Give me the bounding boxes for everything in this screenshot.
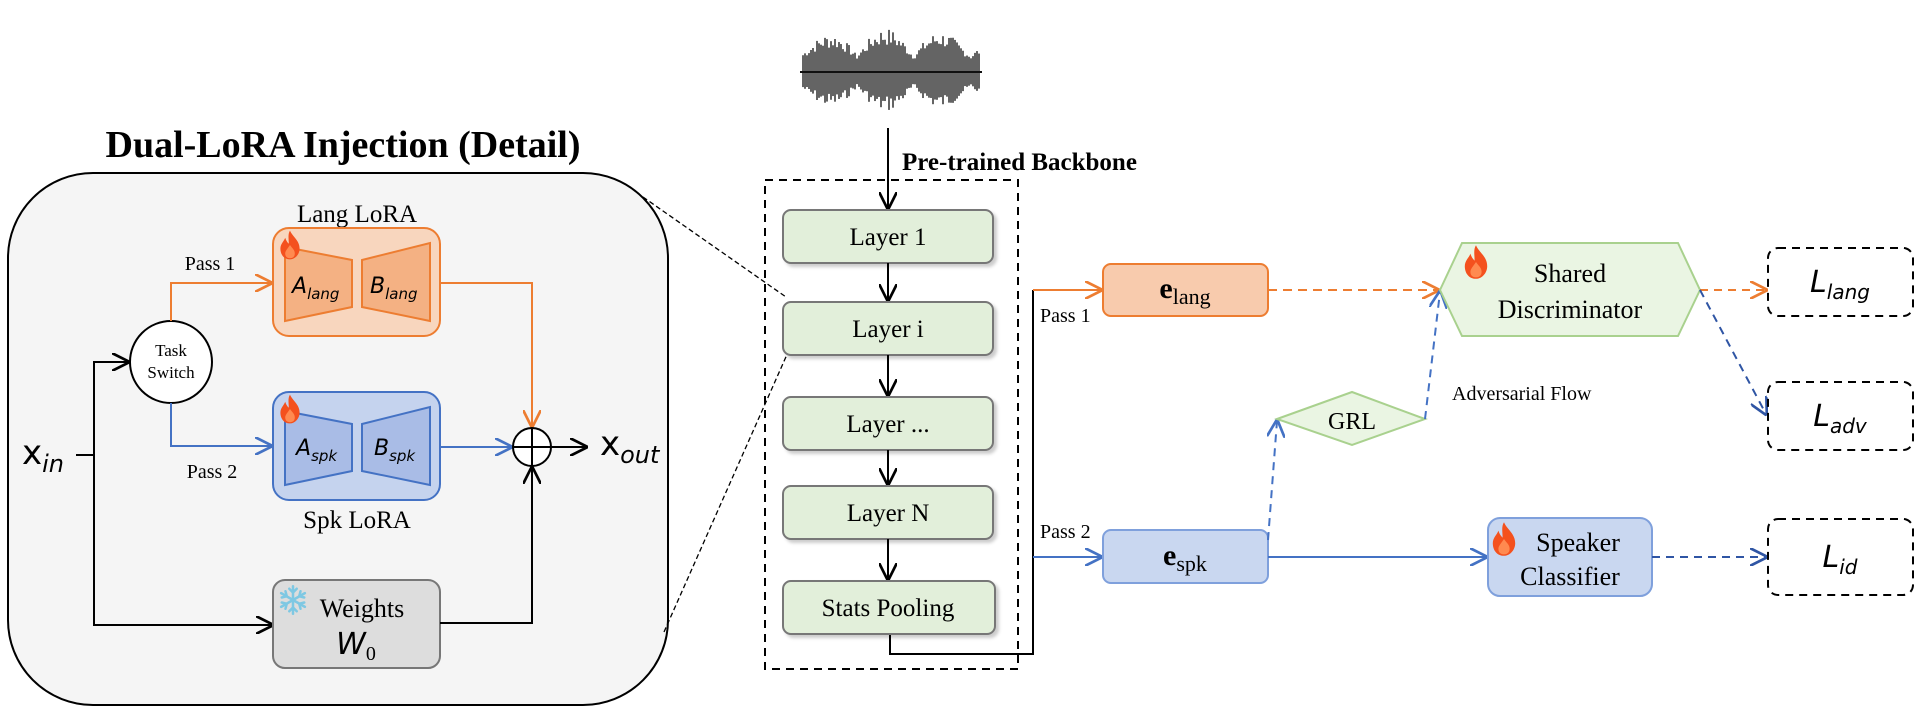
backbone-frame [764, 179, 1019, 670]
waveform-icon [800, 29, 982, 110]
pass2-path [170, 403, 271, 446]
lang-lora-b-label: Blang [370, 274, 417, 303]
loss-label: Lid [1823, 540, 1858, 579]
speaker-classifier-label-2: Classifier [1520, 562, 1620, 591]
task-switch-label-2: Switch [147, 363, 195, 382]
espk-to-grl-arrow [1268, 421, 1277, 541]
circled-plus-icon [512, 427, 552, 467]
pass1-label-right: Pass 1 [1040, 305, 1091, 327]
disc-to-ladv-arrow [1699, 289, 1766, 414]
loss-label: Ladv [1813, 399, 1868, 438]
grl-to-disc-arrow [1424, 292, 1440, 420]
backbone-layer: Layer i [782, 301, 994, 356]
loss-lang: Llang [1767, 247, 1914, 317]
weights-label: Weights [320, 594, 405, 623]
weights-symbol: W0 [336, 627, 376, 665]
task-switch [129, 320, 213, 404]
detail-panel-title: Dual-LoRA Injection (Detail) [106, 124, 581, 166]
lang-lora-a-label: Alang [290, 274, 339, 303]
lang-lora-output-path [440, 282, 532, 426]
task-switch-label-1: Task [155, 341, 187, 360]
weights-output-path [440, 468, 532, 624]
backbone-layer: Stats Pooling [782, 580, 996, 635]
pass2-label-left: Pass 2 [187, 461, 238, 483]
spk-lora-a-label: Aspk [294, 436, 338, 465]
backbone-layers: Layer 1 Layer i Layer ... Layer N Stats Pool… [782, 209, 996, 635]
backbone-layer-label: Layer 1 [849, 224, 926, 251]
pass1-label-left: Pass 1 [185, 253, 236, 275]
pass2-label-right: Pass 2 [1040, 521, 1091, 543]
backbone-layer-label: Layer N [847, 500, 930, 527]
spk-lora-a-matrix [284, 409, 353, 487]
backbone-layer-label: Layer i [852, 316, 924, 343]
spk-lora-b-matrix [361, 405, 431, 487]
backbone-layer: Layer N [782, 485, 994, 540]
backbone-title: Pre-trained Backbone [902, 149, 1137, 176]
grl-label: GRL [1328, 409, 1376, 435]
backbone-layer-label: Layer ... [846, 411, 929, 438]
backbone-layer-label: Stats Pooling [822, 595, 955, 622]
output-label: xout [600, 424, 661, 469]
loss-label: Llang [1810, 265, 1870, 304]
lang-lora-b-matrix [361, 241, 431, 323]
zoom-line-top [642, 196, 787, 298]
loss-id: Lid [1767, 518, 1914, 596]
lang-lora-label: Lang LoRA [297, 201, 417, 228]
spk-lora-label: Spk LoRA [303, 507, 411, 534]
backbone-layer: Layer ... [782, 396, 994, 451]
shared-discriminator-label-2: Discriminator [1498, 295, 1643, 324]
backbone-layer: Layer 1 [782, 209, 994, 264]
speaker-classifier-label-1: Speaker [1536, 528, 1620, 557]
lang-embedding-label: elang [1159, 272, 1210, 309]
pass1-path [170, 283, 271, 321]
input-to-weights-arrow [93, 455, 272, 625]
loss-adv: Ladv [1767, 381, 1914, 451]
spk-embedding-label: espk [1163, 539, 1207, 576]
zoom-line-bottom [663, 349, 790, 633]
spk-lora-b-label: Bspk [374, 436, 416, 465]
shared-discriminator-label-1: Shared [1534, 259, 1606, 288]
lang-lora-a-matrix [284, 245, 353, 323]
input-label: xin [22, 433, 64, 478]
pooling-output-path [889, 290, 1034, 655]
adversarial-flow-label: Adversarial Flow [1452, 383, 1592, 405]
